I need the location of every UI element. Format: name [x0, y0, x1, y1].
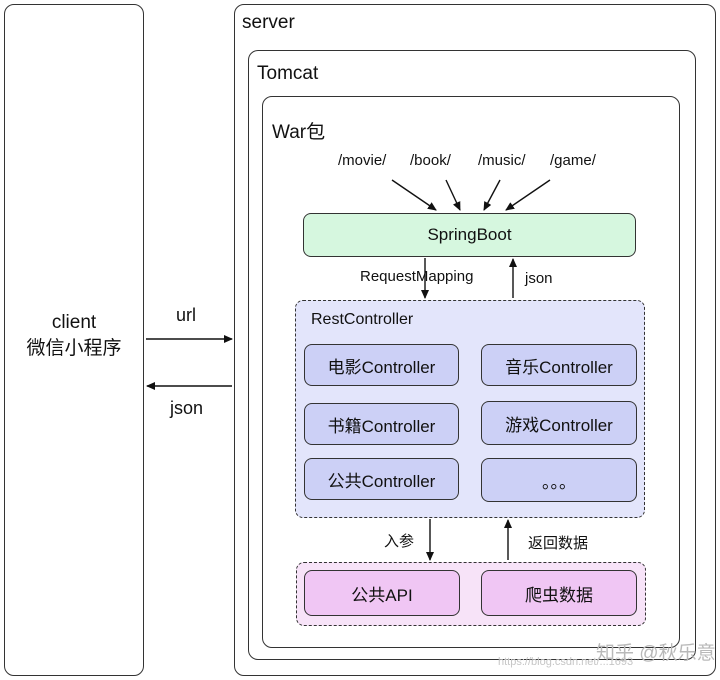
- controller-music: 音乐Controller: [481, 344, 637, 386]
- arrow-path-music: [483, 179, 501, 211]
- path-game: /game/: [550, 152, 596, 169]
- path-movie: /movie/: [338, 152, 387, 169]
- controller-music-label: 音乐Controller: [505, 357, 613, 377]
- controller-movie-label: 电影Controller: [327, 357, 436, 377]
- url-edge-label: url: [176, 305, 197, 325]
- client-subtitle: 微信小程序: [26, 338, 122, 359]
- server-box: [234, 4, 716, 676]
- war-label: War包: [272, 122, 326, 143]
- json-edge-label: json: [170, 398, 204, 418]
- controller-common-label: 公共Controller: [327, 471, 436, 491]
- path-music: /music/: [478, 152, 526, 169]
- controller-book: 书籍Controller: [304, 403, 459, 445]
- path-book: /book/: [410, 152, 451, 169]
- controller-movie: 电影Controller: [304, 344, 459, 386]
- return-data-label: 返回数据: [528, 535, 589, 552]
- input-params-label: 入参: [384, 533, 415, 550]
- controller-more-label: 。。。: [542, 472, 576, 492]
- springboot-node: SpringBoot: [303, 213, 636, 257]
- controller-game: 游戏Controller: [481, 401, 637, 445]
- watermark: 知乎 @秋乐意: [596, 643, 716, 664]
- arrow-path-movie: [391, 179, 437, 211]
- tomcat-label: Tomcat: [257, 63, 319, 84]
- springboot-label: SpringBoot: [427, 225, 512, 244]
- controller-more: 。。。: [481, 458, 637, 502]
- arrow-path-game: [505, 179, 551, 211]
- arrow-path-book: [445, 179, 461, 211]
- json-up-label: json: [525, 270, 553, 287]
- public-api-node: 公共API: [304, 570, 460, 616]
- crawler-data-node: 爬虫数据: [481, 570, 637, 616]
- controller-game-label: 游戏Controller: [505, 415, 613, 435]
- crawler-data-label: 爬虫数据: [525, 585, 593, 605]
- request-mapping-label: RequestMapping: [360, 268, 474, 285]
- controller-common: 公共Controller: [304, 458, 459, 500]
- client-label: client 微信小程序: [4, 310, 144, 362]
- rest-controller-label: RestController: [311, 311, 414, 328]
- server-label: server: [242, 12, 295, 33]
- tomcat-box: [248, 50, 696, 660]
- client-title: client: [51, 312, 97, 333]
- public-api-label: 公共API: [351, 585, 413, 605]
- controller-book-label: 书籍Controller: [327, 416, 436, 436]
- war-box: [262, 96, 680, 648]
- watermark-url: https://blog.csdn.net/...1693: [498, 656, 634, 668]
- client-box: [4, 4, 144, 676]
